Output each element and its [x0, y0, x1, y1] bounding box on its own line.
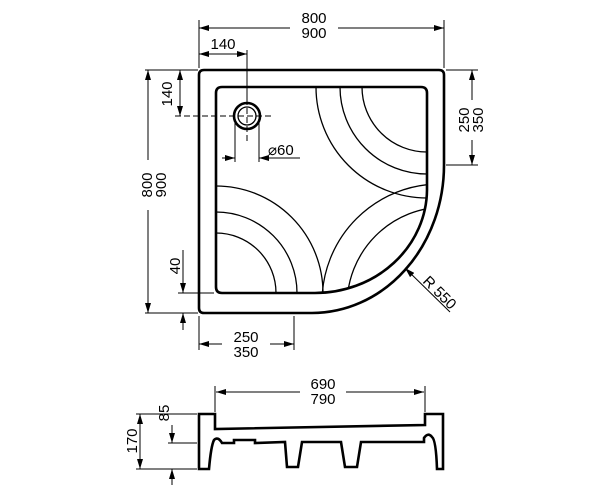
tray-top-view — [175, 68, 446, 315]
bottom-label-b: 350 — [233, 344, 258, 361]
drain-y-label: 140 — [159, 81, 176, 106]
drain — [175, 90, 272, 142]
dimension-inner-length: 690 790 — [214, 376, 426, 412]
tray-inner-outline — [214, 85, 429, 295]
dimension-straight-side: 250 350 — [446, 69, 487, 166]
length-label-a: 690 — [310, 376, 335, 393]
tray-side-view — [197, 412, 445, 471]
dimension-rim: 40 — [167, 250, 214, 330]
side-profile — [197, 412, 445, 471]
dimension-overall-depth: 800 900 — [139, 70, 198, 314]
rim-label: 40 — [167, 258, 184, 275]
dimension-overall-width: 800 900 — [198, 10, 445, 68]
anti-slip-arcs — [216, 87, 427, 294]
side-label-b: 350 — [470, 107, 487, 132]
height-170-label: 170 — [124, 428, 141, 453]
dimension-drain-diameter: ⌀60 — [222, 120, 300, 162]
length-label-b: 790 — [310, 391, 335, 408]
dimension-side-depth: 85 — [136, 405, 197, 485]
depth-label-b: 900 — [153, 172, 170, 197]
radius-label: R 550 — [419, 273, 459, 313]
tray-outer-outline — [197, 68, 446, 315]
dimension-drain-y: 140 — [145, 69, 198, 116]
drain-diameter-label: ⌀60 — [268, 142, 294, 159]
bottom-label-a: 250 — [233, 329, 258, 346]
depth-label-a: 800 — [139, 172, 156, 197]
dimension-bottom-straight: 250 350 — [198, 316, 295, 361]
dimension-radius: R 550 — [404, 267, 459, 313]
depth-85-label: 85 — [156, 405, 173, 422]
width-label-a: 800 — [301, 10, 326, 27]
dimension-side-height: 170 — [124, 414, 143, 469]
drain-x-label: 140 — [210, 36, 235, 53]
width-label-b: 900 — [301, 25, 326, 42]
side-label-a: 250 — [456, 107, 473, 132]
dimension-drain-x: 140 — [199, 36, 248, 102]
